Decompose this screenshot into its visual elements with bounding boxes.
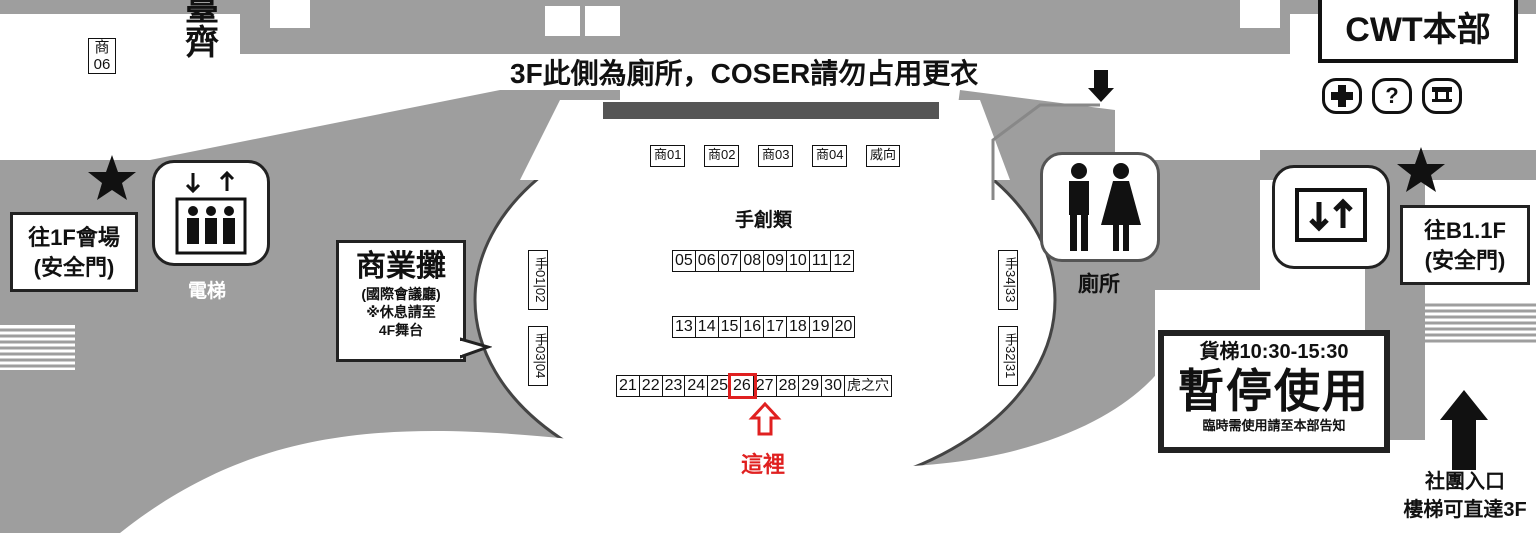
toilet-banner: 3F此側為廁所，COSER請勿占用更衣 — [510, 58, 979, 89]
cargo-notice-big: 暫停使用 — [1178, 365, 1370, 417]
lower-white-area — [120, 370, 1160, 533]
booth-hand-34-33[interactable]: 手34|33 — [998, 250, 1018, 310]
booth-shop-04[interactable]: 商04 — [812, 145, 848, 167]
booth-28[interactable]: 28 — [777, 376, 800, 396]
booth-30[interactable]: 30 — [822, 376, 845, 396]
commercial-title: 商業攤 — [356, 250, 446, 283]
cargo-elevator-label: 貨梯 — [1310, 283, 1349, 304]
to-1f-line2: (安全門) — [33, 255, 115, 280]
booth-08[interactable]: 08 — [741, 251, 765, 271]
question-icon: ? — [1372, 78, 1412, 114]
shop-06-box: 商 06 — [88, 38, 116, 74]
cargo-notice-time: 貨梯10:30-15:30 — [1199, 341, 1349, 363]
left-stairs — [0, 325, 75, 370]
cargo-notice-small: 臨時需使用請至本部告知 — [1202, 418, 1346, 433]
booth-hand-03-04[interactable]: 手03|04 — [528, 326, 548, 386]
booth-12[interactable]: 12 — [833, 252, 852, 269]
booth-07[interactable]: 07 — [719, 251, 742, 271]
booth-shop-02[interactable]: 商02 — [704, 145, 740, 167]
booth-21[interactable]: 21 — [617, 376, 640, 396]
to-b1-line2: (安全門) — [1424, 248, 1506, 273]
booth-19[interactable]: 19 — [810, 317, 833, 337]
toilet-label: 廁所 — [1078, 273, 1120, 296]
to-1f-line1: 往1F會場 — [28, 225, 120, 250]
booth-10[interactable]: 10 — [787, 251, 810, 271]
booth-09[interactable]: 09 — [764, 251, 787, 271]
stage-bar — [603, 102, 939, 119]
toilet-icon — [1040, 152, 1160, 262]
elevator-icon — [152, 160, 270, 266]
booth-16[interactable]: 16 — [741, 317, 765, 337]
booth-row-3: 21 22 23 24 25 26 27 28 29 30 虎之穴 — [616, 373, 892, 399]
booth-11[interactable]: 11 — [810, 251, 832, 271]
booth-20[interactable]: 20 — [834, 318, 853, 335]
booth-13[interactable]: 13 — [673, 317, 696, 337]
booth-14[interactable]: 14 — [696, 317, 719, 337]
down-arrow-icon — [1088, 70, 1114, 102]
star-icon — [88, 155, 136, 200]
elevator-label: 電梯 — [188, 281, 227, 302]
plus-icon — [1322, 78, 1362, 114]
booth-06[interactable]: 06 — [696, 251, 719, 271]
booth-hand-32-31[interactable]: 手32|31 — [998, 326, 1018, 386]
booth-weixiang[interactable]: 威向 — [866, 145, 901, 167]
booth-row-2: 13 14 15 16 17 18 19 20 — [672, 316, 856, 338]
booth-toranoana[interactable]: 虎之穴 — [846, 377, 889, 393]
to-1f-callout[interactable]: 往1F會場 (安全門) — [10, 212, 138, 292]
up-arrow-icon — [1440, 390, 1488, 470]
right-stairs — [1425, 300, 1536, 355]
commercial-callout[interactable]: 商業攤 (國際會議廳) ※休息請至 4F舞台 — [336, 240, 466, 362]
booth-row-1: 05 06 07 08 09 10 11 12 — [672, 250, 855, 272]
club-entrance-line1: 社團入口 — [1425, 471, 1505, 493]
commercial-note1: ※休息請至 — [366, 304, 436, 320]
club-entrance: 社團入口 樓梯可直達3F — [1400, 468, 1530, 524]
top-left-label: 臺 齊 — [185, 0, 219, 62]
callout-pointer — [460, 337, 492, 359]
here-label: 這裡 — [741, 452, 786, 477]
booth-25[interactable]: 25 — [708, 376, 731, 396]
top-wall-band — [240, 14, 1290, 54]
club-entrance-line2: 樓梯可直達3F — [1403, 499, 1527, 521]
booth-hand-01-02[interactable]: 手01|02 — [528, 250, 548, 310]
commercial-note2: 4F舞台 — [378, 322, 424, 338]
commercial-sub: (國際會議廳) — [361, 286, 441, 302]
booth-15[interactable]: 15 — [719, 317, 742, 337]
booth-26-highlighted[interactable]: 26 — [728, 373, 757, 399]
booth-22[interactable]: 22 — [640, 376, 663, 396]
to-b1-line1: 往B1.1F — [1424, 218, 1506, 243]
booth-29[interactable]: 29 — [799, 376, 823, 396]
booth-27[interactable]: 27 — [754, 376, 777, 396]
booth-18[interactable]: 18 — [787, 317, 810, 337]
booth-17[interactable]: 17 — [764, 317, 787, 337]
booth-24[interactable]: 24 — [685, 376, 709, 396]
cargo-elevator-icon — [1272, 165, 1390, 269]
star-icon — [1397, 147, 1445, 192]
hq-label: CWT本部 — [1345, 11, 1491, 49]
top-corridor — [0, 0, 1536, 14]
counter-icon — [1422, 78, 1462, 114]
here-arrow-icon — [748, 401, 782, 436]
booth-shop-03[interactable]: 商03 — [758, 145, 794, 167]
cargo-notice: 貨梯10:30-15:30 暫停使用 臨時需使用請至本部告知 — [1158, 330, 1390, 453]
hq-box[interactable]: CWT本部 — [1318, 0, 1518, 63]
handmade-title: 手創類 — [735, 210, 793, 231]
booth-shop-01[interactable]: 商01 — [650, 145, 686, 167]
booth-23[interactable]: 23 — [663, 376, 686, 396]
to-b1-callout[interactable]: 往B1.1F (安全門) — [1400, 205, 1530, 285]
booth-05[interactable]: 05 — [673, 251, 696, 271]
